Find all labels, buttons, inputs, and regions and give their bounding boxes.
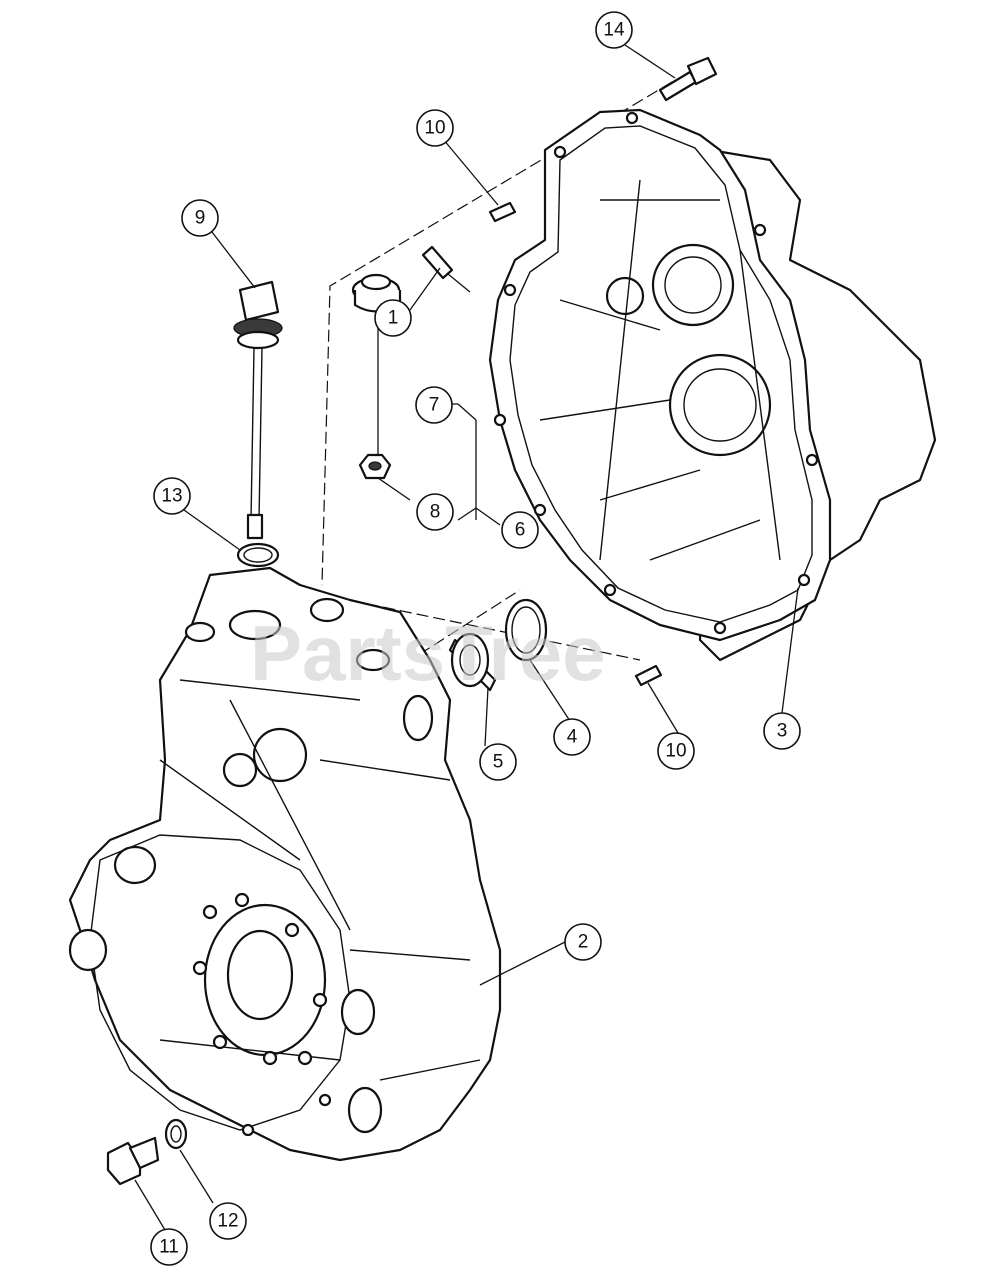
- callout-13: 13: [153, 477, 191, 515]
- callout-14: 14: [595, 11, 633, 49]
- callout-5-label: 5: [493, 752, 504, 773]
- part-14-bolt: [658, 56, 718, 102]
- part-13-o-ring: [236, 542, 280, 568]
- housing-case-bolt-holes: [192, 892, 332, 1137]
- callout-12: 12: [209, 1202, 247, 1240]
- callout-1-label: 1: [388, 308, 399, 329]
- callout-4-label: 4: [567, 727, 578, 748]
- callout-3-label: 3: [777, 721, 788, 742]
- part-10-dowel-pin-upper: [488, 201, 517, 223]
- part-1-sensor: [421, 245, 471, 293]
- callout-11: 11: [150, 1228, 188, 1266]
- callout-5: 5: [479, 743, 517, 781]
- callout-3: 3: [763, 712, 801, 750]
- housing-cover: [488, 108, 937, 662]
- callout-12-label: 12: [217, 1211, 238, 1232]
- leader-lines: [134, 42, 799, 1231]
- part-9-dipstick: [233, 280, 283, 540]
- part-5-oil-seal: [448, 632, 497, 692]
- callout-10-lower: 10: [657, 732, 695, 770]
- callout-10-upper: 10: [416, 109, 454, 147]
- part-12-washer: [164, 1118, 188, 1150]
- callout-2-label: 2: [578, 932, 589, 953]
- callout-9: 9: [181, 199, 219, 237]
- callout-7: 7: [415, 386, 453, 424]
- part-10-dowel-pin-lower: [634, 664, 663, 687]
- part-11-drain-plug: [106, 1136, 160, 1186]
- callout-7-label: 7: [429, 395, 440, 416]
- housing-case: [68, 566, 502, 1162]
- callout-9-label: 9: [195, 208, 206, 229]
- callout-13-label: 13: [161, 486, 182, 507]
- callout-8: 8: [416, 493, 454, 531]
- callout-6-label: 6: [515, 520, 526, 541]
- part-4-snap-ring: [504, 598, 548, 662]
- part-8-nut: [358, 453, 392, 480]
- callout-10-lower-label: 10: [665, 741, 686, 762]
- callout-10-upper-label: 10: [424, 118, 445, 139]
- callout-8-label: 8: [430, 502, 441, 523]
- callout-1: 1: [374, 299, 412, 337]
- callout-14-label: 14: [603, 20, 625, 41]
- callout-2: 2: [564, 923, 602, 961]
- callout-11-label: 11: [159, 1237, 179, 1258]
- callout-4: 4: [553, 718, 591, 756]
- watermark-text: PartsTree: [250, 609, 606, 697]
- callout-6: 6: [501, 511, 539, 549]
- housing-cover-bolt-holes: [493, 111, 819, 635]
